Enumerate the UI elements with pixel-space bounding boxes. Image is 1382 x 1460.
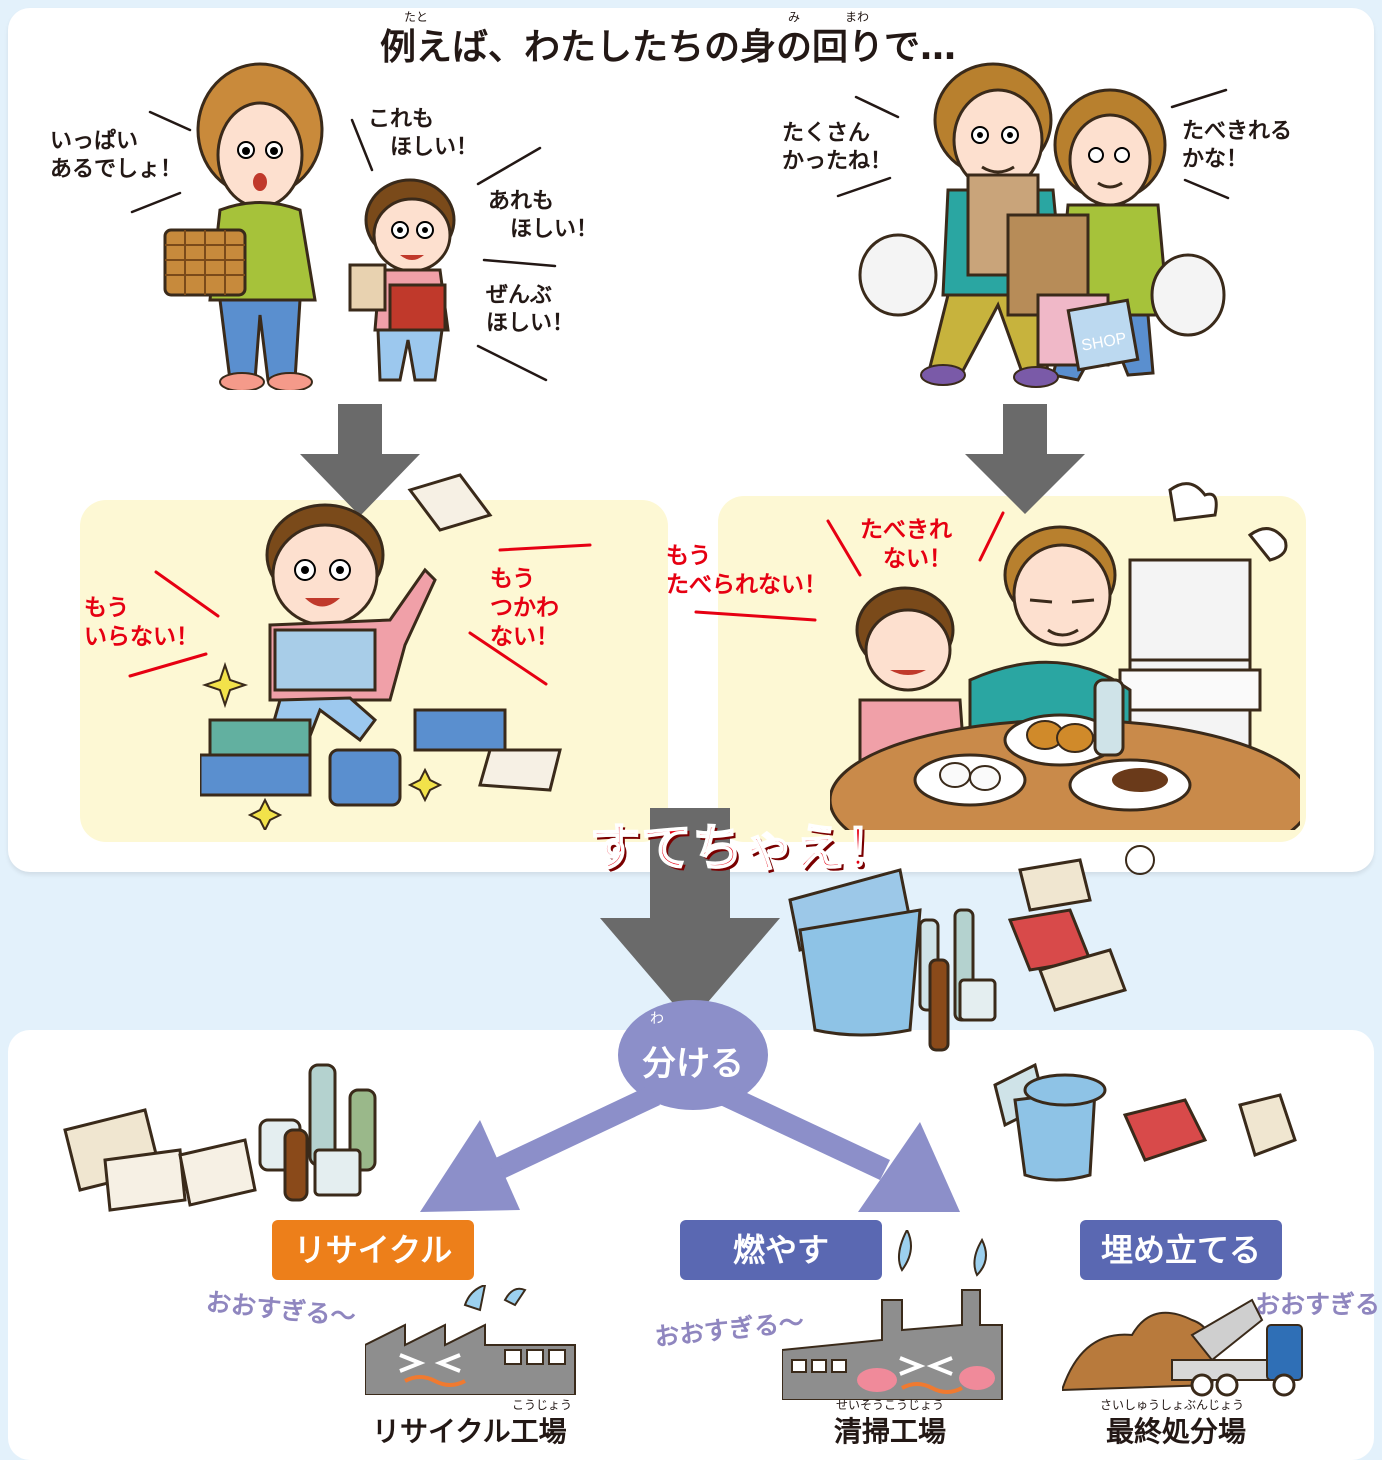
landfill-too-much-text: おおすぎる bbox=[1255, 1290, 1381, 1319]
speech-dont-need-anymore: もう いらない！ bbox=[84, 595, 199, 650]
down-arrow-right bbox=[965, 404, 1085, 514]
landfill-label: 埋め立てる bbox=[1080, 1220, 1282, 1280]
recycle-label: リサイクル bbox=[272, 1220, 474, 1280]
recycle-facility-ruby: こうじょう bbox=[512, 1398, 573, 1412]
speech-wont-use-anymore: もう つかわ ない！ bbox=[490, 566, 559, 650]
sort-label: 分ける bbox=[642, 1044, 744, 1084]
burn-facility-ruby: せいそうこうじょう bbox=[836, 1398, 945, 1412]
landfill-facility-ruby: さいしゅうしょぶんじょう bbox=[1100, 1398, 1245, 1412]
title-ruby-tato: たと bbox=[404, 10, 429, 24]
recyclables-illustration bbox=[63, 1063, 377, 1212]
mother-shopping-illustration bbox=[163, 62, 324, 390]
title-ruby-mi: み bbox=[788, 10, 801, 24]
down-arrow-center bbox=[600, 808, 780, 1023]
title-ruby-mawa: まわ bbox=[845, 10, 870, 24]
burn-facility-name: 清掃工場 bbox=[834, 1415, 947, 1448]
recycle-facility-name: リサイクル工場 bbox=[372, 1415, 567, 1448]
trash-pile-illustration bbox=[788, 845, 1155, 1052]
speech-kid-want-all: ぜんぶ ほしい！ bbox=[486, 283, 575, 336]
speech-dad-bought-a-lot: たくさん かったね！ bbox=[782, 121, 893, 174]
landfill-facility-name: 最終処分場 bbox=[1106, 1415, 1247, 1448]
throw-away-label: すてちゃえ！ bbox=[589, 818, 897, 878]
sort-ruby: わ bbox=[650, 1011, 664, 1027]
speech-mom-plenty: いっぱい あるでしょ！ bbox=[50, 129, 183, 182]
burn-label: 燃やす bbox=[680, 1220, 882, 1280]
recycle-factory-illustration bbox=[365, 1285, 576, 1395]
speech-lines-top bbox=[128, 88, 1230, 686]
page-title: 例えば、わたしたちの身の回りで… bbox=[380, 27, 957, 68]
landfill-truck-illustration bbox=[1062, 1298, 1303, 1397]
incinerator-illustration bbox=[782, 1230, 1003, 1400]
speech-kid-want-that: あれも ほしい！ bbox=[488, 189, 599, 242]
speech-cant-eat-anymore: もう たべられない！ bbox=[666, 543, 827, 598]
speech-cant-finish-eating: たべきれ ない！ bbox=[860, 517, 952, 572]
couple-shopping-illustration: SHOP bbox=[858, 62, 1226, 388]
family-leftover-food-illustration bbox=[830, 482, 1300, 830]
child-wanting-items-illustration bbox=[348, 178, 456, 382]
child-discarding-items-illustration bbox=[200, 473, 562, 830]
speech-kid-want-this: これも ほしい！ bbox=[368, 107, 479, 160]
down-arrow-left bbox=[300, 404, 420, 516]
speech-mom-can-we-eat: たべきれる かな！ bbox=[1182, 119, 1293, 172]
burnable-trash-illustration bbox=[993, 1062, 1297, 1182]
